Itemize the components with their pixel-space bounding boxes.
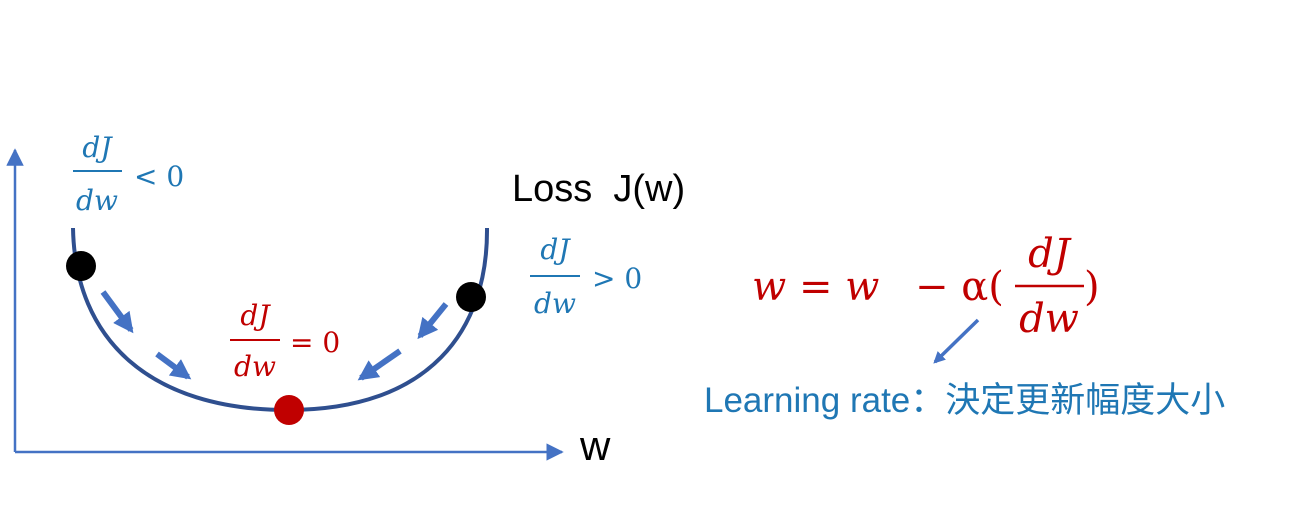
update-rule-lhs: w = w [752,264,879,310]
learning-rate-caption: Learning rate：決定更新幅度大小 [704,381,1225,420]
derivative-min-relation: = 0 [290,326,340,359]
derivative-min-denominator: dw [234,350,276,383]
derivative-right-numerator: dJ [540,233,571,266]
descent-arrow-right-2 [357,348,402,381]
derivative-right-denominator: dw [534,287,576,320]
derivative-left-label: dJ dw < 0 [73,131,184,217]
w-axis-label: w [579,422,611,469]
update-rule-numerator: dJ [1028,231,1072,277]
update-rule-minus-alpha: − α( [915,264,1004,310]
derivative-min-label: dJ dw = 0 [230,299,340,383]
learning-rate-pointer-arrow [933,318,980,364]
derivative-left-numerator: dJ [82,131,113,164]
update-rule-close-paren: ) [1084,264,1100,310]
point-right-black [456,282,486,312]
loss-curve [71,227,490,413]
derivative-left-relation: < 0 [134,160,184,193]
loss-label: Loss J(w) [512,168,685,210]
derivative-right-label: dJ dw > 0 [530,233,642,320]
derivative-min-numerator: dJ [240,299,271,332]
descent-arrow-left-1 [100,290,134,334]
derivative-right-relation: > 0 [592,262,642,295]
derivative-left-denominator: dw [76,184,118,217]
point-minimum-red [274,395,304,425]
point-left-black [66,251,96,281]
descent-arrow-right-1 [417,302,449,340]
update-rule-denominator: dw [1019,296,1079,342]
descent-arrow-left-2 [155,351,192,380]
update-rule: w = w − α( dJ dw ) [752,231,1100,342]
